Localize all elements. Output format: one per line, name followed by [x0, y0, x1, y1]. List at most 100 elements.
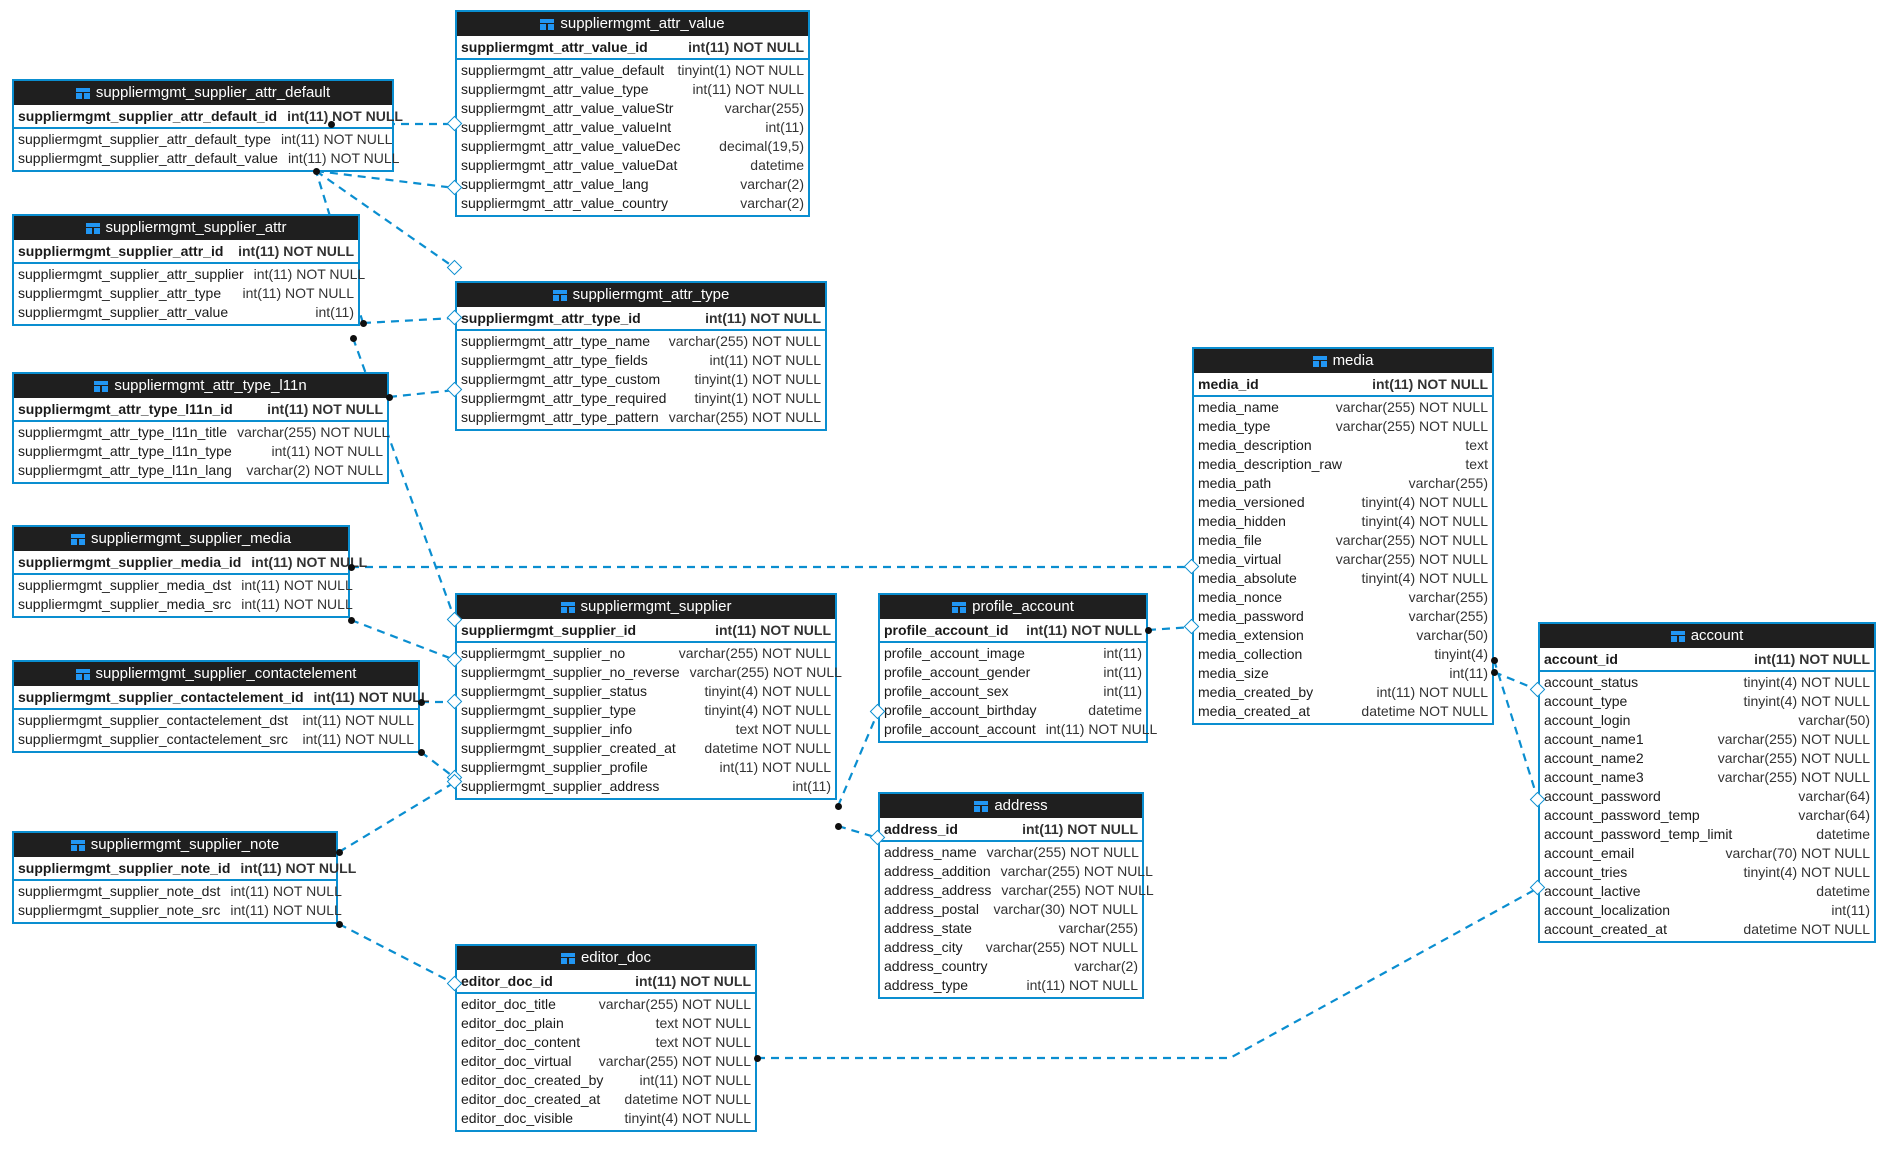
table-header-suppliermgmt_supplier_contactelement[interactable]: suppliermgmt_supplier_contactelement [14, 662, 418, 686]
table-suppliermgmt_attr_value[interactable]: suppliermgmt_attr_value suppliermgmt_attr… [455, 10, 810, 217]
table-header-suppliermgmt_attr_value[interactable]: suppliermgmt_attr_value [457, 12, 808, 36]
column-row-suppliermgmt_supplier_attr_default_value[interactable]: suppliermgmt_supplier_attr_default_value… [14, 149, 399, 168]
table-header-account[interactable]: account [1540, 624, 1874, 648]
table-header-profile_account[interactable]: profile_account [880, 595, 1146, 619]
table-header-editor_doc[interactable]: editor_doc [457, 946, 755, 970]
column-row-suppliermgmt_supplier_contactelement_src[interactable]: suppliermgmt_supplier_contactelement_src… [14, 730, 418, 749]
table-header-address[interactable]: address [880, 794, 1142, 818]
table-header-suppliermgmt_attr_type_l11n[interactable]: suppliermgmt_attr_type_l11n [14, 374, 387, 398]
table-header-media[interactable]: media [1194, 349, 1492, 373]
table-header-suppliermgmt_supplier_attr_default[interactable]: suppliermgmt_supplier_attr_default [14, 81, 392, 105]
table-header-suppliermgmt_attr_type[interactable]: suppliermgmt_attr_type [457, 283, 825, 307]
column-row-suppliermgmt_supplier_contactelement_dst[interactable]: suppliermgmt_supplier_contactelement_dst… [14, 711, 418, 730]
